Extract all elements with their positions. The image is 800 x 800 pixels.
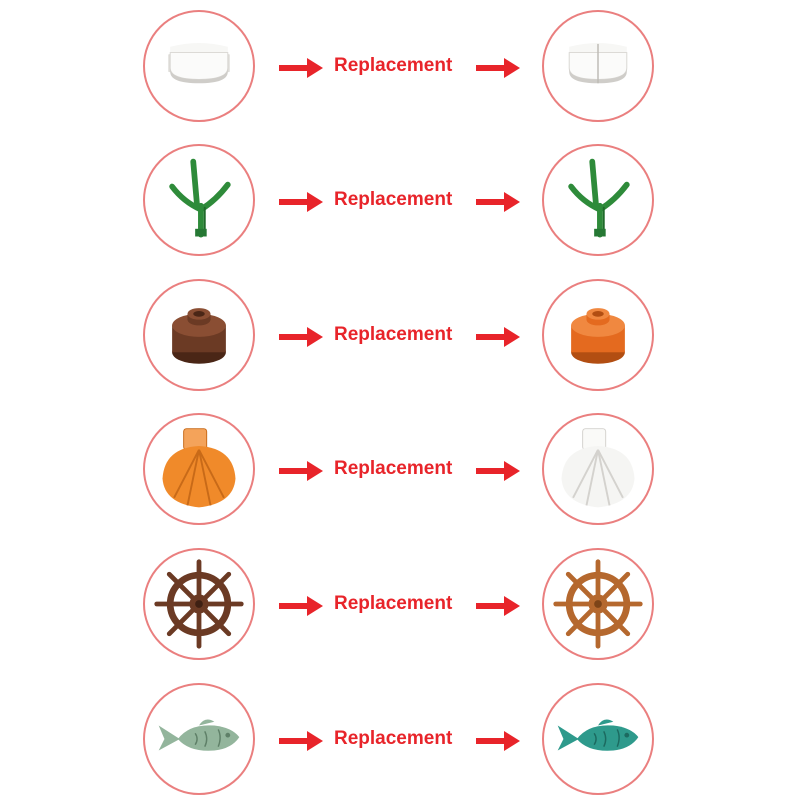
replacement-row: Replacement (0, 144, 800, 260)
scallop-shell-white-icon (550, 421, 646, 517)
replacement-part (542, 683, 654, 795)
arrow-right-icon (476, 461, 520, 481)
replacement-label: Replacement (334, 189, 453, 210)
replacement-part (542, 279, 654, 391)
round-brick-brown-icon (151, 287, 247, 383)
replacement-part (542, 413, 654, 525)
replacement-row: Replacement (0, 683, 800, 799)
replacement-label: Replacement (334, 593, 453, 614)
arrow-right-icon (476, 327, 520, 347)
ship-wheel-brown-icon (151, 556, 247, 652)
arrow-right-icon (279, 327, 323, 347)
scallop-shell-orange-icon (151, 421, 247, 517)
fish-teal-icon (550, 691, 646, 787)
round-brick-orange-icon (550, 287, 646, 383)
replacement-label: Replacement (334, 458, 453, 479)
arrow-right-icon (476, 192, 520, 212)
replacement-label: Replacement (334, 324, 453, 345)
original-part (143, 413, 255, 525)
arrow-right-icon (279, 596, 323, 616)
replacement-label: Replacement (334, 55, 453, 76)
arrow-right-icon (279, 58, 323, 78)
original-part (143, 10, 255, 122)
split-round-tile-white-icon (550, 18, 646, 114)
original-part (143, 144, 255, 256)
original-part (143, 683, 255, 795)
original-part (143, 279, 255, 391)
replacement-row: Replacement (0, 10, 800, 126)
replacement-part (542, 144, 654, 256)
replacement-row: Replacement (0, 413, 800, 529)
replacement-part (542, 548, 654, 660)
fish-sand-green-icon (151, 691, 247, 787)
arrow-right-icon (279, 192, 323, 212)
plant-stem-green-icon (151, 152, 247, 248)
replacement-label: Replacement (334, 728, 453, 749)
original-part (143, 548, 255, 660)
plant-stem-green-icon (550, 152, 646, 248)
replacement-part (542, 10, 654, 122)
ship-wheel-medium-brown-icon (550, 556, 646, 652)
arrow-right-icon (279, 731, 323, 751)
round-tile-white-icon (151, 18, 247, 114)
replacement-row: Replacement (0, 279, 800, 395)
arrow-right-icon (476, 58, 520, 78)
arrow-right-icon (279, 461, 323, 481)
replacement-row: Replacement (0, 548, 800, 664)
arrow-right-icon (476, 731, 520, 751)
arrow-right-icon (476, 596, 520, 616)
